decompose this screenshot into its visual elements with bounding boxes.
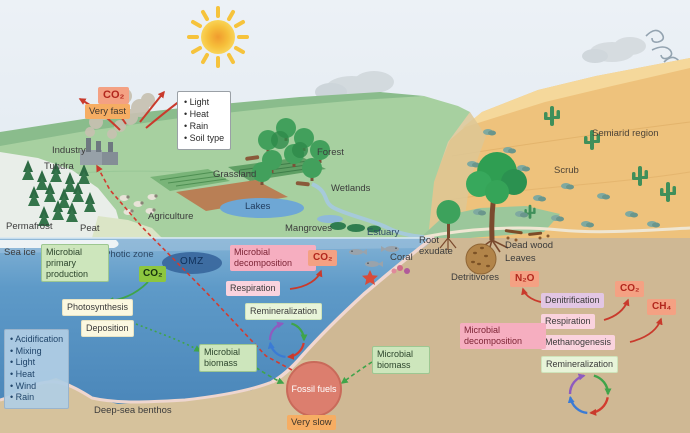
- co2-soil-badge: CO₂: [615, 281, 645, 297]
- coral-icon: [391, 265, 410, 274]
- photosynthesis-box: Photosynthesis: [62, 299, 134, 316]
- omz-zone: [162, 252, 222, 274]
- photic-zone-label: Photic zone: [104, 249, 154, 260]
- fossil-fuels-circle: Fossil fuels: [286, 361, 342, 417]
- ocean-factors-box: • Acidification• Mixing• Light• Heat• Wi…: [4, 329, 70, 410]
- remineralization-soil-box: Remineralization: [541, 356, 619, 373]
- microbial-decomposition-soil-box: Microbial decomposition: [460, 323, 546, 349]
- factory-icon: [80, 138, 118, 165]
- list-item: • Wind: [10, 380, 37, 391]
- very-fast-badge: Very fast: [85, 104, 130, 120]
- biomass-to-fossil-arrow-right: [340, 361, 373, 384]
- detritivores-label: Detritivores: [451, 272, 500, 283]
- starfish-icon: [362, 270, 378, 285]
- respiration-to-co2-arrow-soil: [603, 298, 630, 321]
- climate-factors-legend: • Light • Heat• Rain• Soil type: [177, 91, 232, 150]
- list-item: • Heat: [184, 109, 209, 120]
- microbial-primary-production-box: Microbial primary production: [41, 244, 109, 283]
- forest-label: Forest: [317, 147, 344, 158]
- dead-wood-label: Dead wood: [505, 240, 554, 251]
- estuary-label: Estuary: [367, 227, 400, 238]
- lake: [220, 198, 304, 218]
- semiarid-region-label: Semiarid region: [592, 128, 659, 139]
- grassland-label: Grassland: [213, 169, 257, 180]
- ch4-badge: CH₄: [647, 299, 677, 315]
- scrub-label: Scrub: [554, 165, 579, 176]
- detritivores-icon: [465, 243, 497, 275]
- methanogenesis-to-ch4-arrow: [629, 317, 663, 343]
- methanogenesis-box: Methanogenesis: [541, 335, 616, 350]
- n2o-badge: N₂O: [510, 271, 540, 287]
- wetlands-label: Wetlands: [331, 183, 371, 194]
- microbial-biomass-ocean-box: Microbial biomass: [199, 344, 257, 372]
- industry-label: Industry: [52, 145, 86, 156]
- cloud-icon: [582, 37, 646, 63]
- forest-trees: [245, 118, 330, 187]
- respiration-soil-box: Respiration: [541, 314, 595, 329]
- sea-ice-label: Sea ice: [4, 247, 36, 258]
- tundra-label: Tundra: [44, 161, 74, 172]
- deposition-box: Deposition: [81, 320, 134, 337]
- fossil-to-industry-arrow: [96, 164, 293, 371]
- microbial-decomposition-ocean-box: Microbial decomposition: [230, 245, 316, 271]
- deep-sea-benthos-label: Deep-sea benthos: [94, 405, 172, 416]
- list-item: • Mixing: [10, 345, 42, 356]
- co2-dissolved-badge: CO₂: [139, 266, 167, 282]
- co2-industry-badge: CO₂: [98, 87, 130, 105]
- list-item: • Rain: [10, 392, 35, 403]
- agriculture-label: Agriculture: [148, 211, 194, 222]
- root-exudate-label: Root exudate: [419, 235, 453, 257]
- list-item: • Acidification: [10, 334, 64, 344]
- mangroves-label: Mangroves: [285, 223, 332, 234]
- co2-ocean-badge: CO₂: [308, 250, 338, 266]
- coral-label: Coral: [390, 252, 413, 263]
- respiration-to-co2-arrow-ocean: [289, 269, 323, 290]
- list-item: • Soil type: [184, 133, 225, 144]
- nutrient-cycle-soil: [567, 373, 612, 416]
- mangrove-icons: [330, 222, 381, 233]
- remineralization-ocean-box: Remineralization: [245, 303, 323, 320]
- nutrient-cycle-ocean: [267, 321, 308, 360]
- list-item: • Light: [10, 357, 36, 368]
- lakes-label: Lakes: [245, 201, 271, 212]
- very-slow-badge: Very slow: [287, 415, 336, 431]
- list-item: • Rain: [184, 121, 209, 132]
- dead-wood-icons: [504, 229, 550, 242]
- list-item: • Heat: [10, 369, 35, 380]
- denitrification-box: Denitrification: [541, 293, 604, 308]
- peat-area: [92, 216, 162, 238]
- biomass-to-fossil-arrow-left: [249, 363, 285, 384]
- permafrost-label: Permafrost: [6, 221, 53, 232]
- wetland-stream: [311, 182, 425, 239]
- omz-label: OMZ: [180, 256, 204, 267]
- sun-icon: [187, 6, 249, 68]
- list-item: • Light: [184, 97, 210, 107]
- respiration-ocean-box: Respiration: [226, 281, 280, 296]
- leaves-label: Leaves: [505, 253, 536, 264]
- riparian-trees: [436, 152, 527, 255]
- peat-label: Peat: [80, 223, 100, 234]
- microbial-biomass-soil-box: Microbial biomass: [372, 346, 430, 374]
